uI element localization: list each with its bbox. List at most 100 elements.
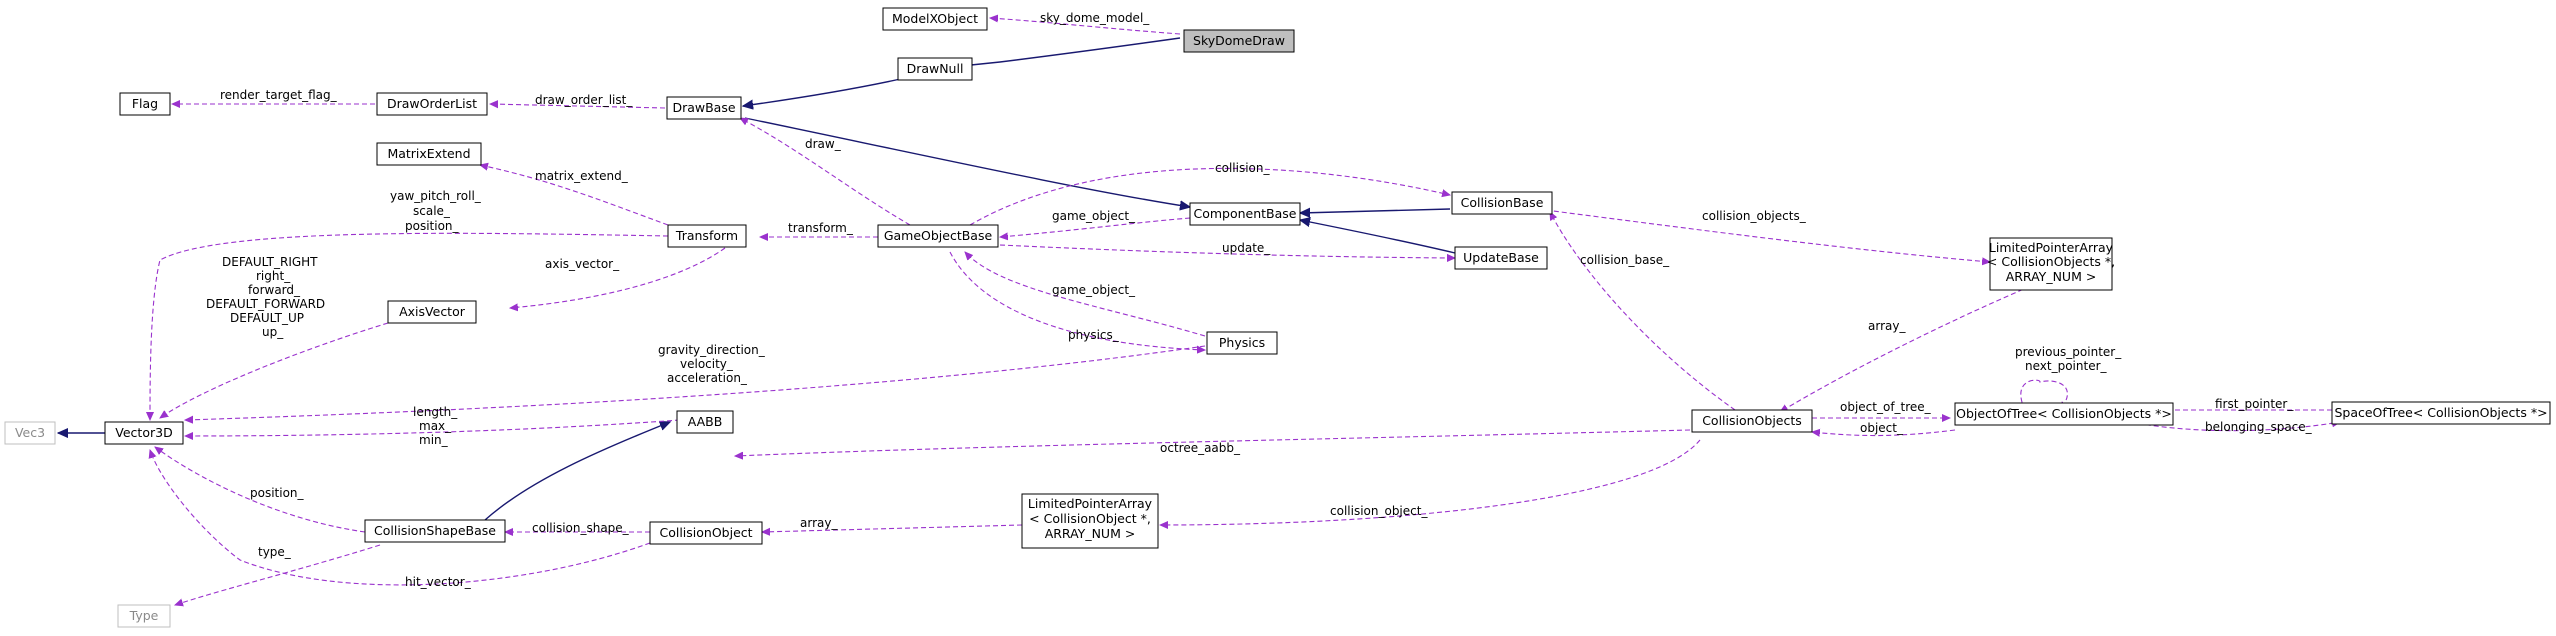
node-label: Type — [129, 608, 159, 623]
label-object: object_ — [1860, 421, 1904, 435]
edge-drawbase-draworderlist — [490, 104, 666, 109]
edge-drawnull-drawbase — [743, 77, 906, 106]
label-axisvector-member-0: DEFAULT_RIGHT — [222, 255, 318, 269]
edge-gameobjectbase-drawbase — [740, 118, 911, 226]
node-transform[interactable]: Transform — [667, 224, 747, 248]
edges — [58, 18, 2340, 605]
node-label: Vector3D — [115, 425, 172, 440]
node-modelxobject[interactable]: ModelXObject — [882, 7, 988, 31]
label-aabb-member-0: length_ — [413, 405, 458, 419]
node-label: DrawBase — [672, 100, 735, 115]
label-object-of-tree: object_of_tree_ — [1840, 400, 1932, 414]
edge-lpa2-collisionobject — [762, 524, 1023, 532]
node-collisionshapebase[interactable]: CollisionShapeBase — [364, 519, 506, 543]
label-transform-member-1: scale_ — [413, 204, 451, 218]
node-label: UpdateBase — [1463, 250, 1539, 265]
label-physics-member-1: velocity_ — [680, 357, 734, 371]
label-position: position_ — [250, 486, 305, 500]
label-collision-object: collision_object_ — [1330, 504, 1428, 518]
label-collision-shape: collision_shape_ — [532, 521, 630, 535]
node-componentbase[interactable]: ComponentBase — [1189, 202, 1301, 226]
node-updatebase[interactable]: UpdateBase — [1454, 246, 1548, 270]
edge-collisionshapebase-type — [175, 544, 381, 605]
node-axisvector[interactable]: AxisVector — [387, 300, 477, 324]
node-label: MatrixExtend — [387, 146, 470, 161]
node-physics[interactable]: Physics — [1206, 331, 1278, 355]
edge-collisionbase-lpa — [1529, 207, 1990, 262]
node-label: ModelXObject — [892, 11, 978, 26]
edge-gameobjectbase-collisionbase — [969, 167, 1450, 226]
node-label-line-1: LimitedPointerArray — [1028, 496, 1153, 511]
node-aabb[interactable]: AABB — [676, 410, 734, 434]
edge-transform-vector3d — [150, 232, 669, 420]
label-axisvector-member-2: forward_ — [248, 283, 301, 297]
node-skydomedraw[interactable]: SkyDomeDraw — [1183, 29, 1295, 53]
label-physics: physics_ — [1068, 328, 1120, 342]
node-label: ComponentBase — [1193, 206, 1296, 221]
node-limitedpointerarray-collisionobjects[interactable]: LimitedPointerArray < CollisionObjects *… — [1987, 237, 2115, 291]
edge-collisionobjects-collisionbase — [1550, 212, 1736, 411]
label-draw: draw_ — [805, 137, 842, 151]
label-physics-member-2: acceleration_ — [667, 371, 748, 385]
label-axisvector-member-4: DEFAULT_UP — [230, 311, 304, 325]
node-limitedpointerarray-collisionobject[interactable]: LimitedPointerArray < CollisionObject *,… — [1021, 493, 1159, 549]
node-gameobjectbase[interactable]: GameObjectBase — [877, 224, 999, 248]
label-array-object: array_ — [800, 516, 838, 530]
node-label: AxisVector — [399, 304, 466, 319]
node-vec3[interactable]: Vec3 — [4, 421, 56, 445]
edge-updatebase-componentbase — [1300, 220, 1456, 254]
edge-transform-axisvector — [510, 247, 726, 308]
node-vector3d[interactable]: Vector3D — [104, 421, 184, 445]
nodes: ModelXObject SkyDomeDraw DrawNull Flag D… — [4, 7, 2551, 628]
label-axisvector-member-3: DEFAULT_FORWARD — [206, 297, 325, 311]
node-collisionobjects[interactable]: CollisionObjects — [1691, 409, 1813, 433]
edge-transform-matrixextend — [480, 165, 669, 226]
node-drawnull[interactable]: DrawNull — [897, 57, 973, 81]
node-drawbase[interactable]: DrawBase — [666, 96, 742, 120]
node-spaceoftree[interactable]: SpaceOfTree< CollisionObjects *> — [2331, 401, 2551, 425]
edge-labels: sky_dome_model_ render_target_flag_ draw… — [206, 11, 2313, 589]
node-flag[interactable]: Flag — [119, 92, 171, 116]
label-previous-pointer: previous_pointer_ — [2015, 345, 2122, 359]
label-transform: transform_ — [788, 221, 854, 235]
node-label: SpaceOfTree< CollisionObjects *> — [2334, 405, 2547, 420]
label-collision-objects: collision_objects_ — [1702, 209, 1807, 223]
node-label: Transform — [675, 228, 738, 243]
edge-physics-gameobjectbase — [965, 252, 1206, 337]
edge-collisionshapebase-aabb — [484, 422, 670, 521]
node-collisionbase[interactable]: CollisionBase — [1451, 191, 1553, 215]
node-collisionobject[interactable]: CollisionObject — [649, 521, 763, 545]
node-draworderlist[interactable]: DrawOrderList — [376, 92, 488, 116]
label-next-pointer: next_pointer_ — [2025, 359, 2108, 373]
edge-axisvector-vector3d — [160, 322, 389, 418]
label-game-object-physics: game_object_ — [1052, 283, 1136, 297]
label-transform-member-0: yaw_pitch_roll_ — [390, 189, 482, 203]
node-label: CollisionObject — [659, 525, 752, 540]
label-octree-aabb: octree_aabb_ — [1160, 441, 1241, 455]
edge-aabb-vector3d — [185, 419, 681, 436]
node-label: ObjectOfTree< CollisionObjects *> — [1956, 406, 2172, 421]
node-label: DrawOrderList — [387, 96, 477, 111]
label-physics-member-0: gravity_direction_ — [658, 343, 766, 357]
label-axis-vector: axis_vector_ — [545, 257, 620, 271]
label-update: update_ — [1222, 241, 1271, 255]
label-type: type_ — [258, 545, 292, 559]
edge-collisionobject-vector3d — [150, 450, 651, 586]
label-game-object-cb: game_object_ — [1052, 209, 1136, 223]
edge-gameobjectbase-physics — [949, 251, 1205, 350]
edge-gameobjectbase-componentbase — [744, 117, 1190, 207]
label-axisvector-member-5: up_ — [262, 325, 284, 339]
edge-skydomedraw-drawnull — [942, 37, 1181, 68]
node-objectoftree[interactable]: ObjectOfTree< CollisionObjects *> — [1954, 402, 2174, 426]
node-matrixextend[interactable]: MatrixExtend — [376, 142, 482, 166]
label-render-target-flag: render_target_flag_ — [220, 88, 338, 102]
label-aabb-member-1: max_ — [419, 419, 452, 433]
node-type[interactable]: Type — [117, 604, 171, 628]
node-label-line-3: ARRAY_NUM > — [2006, 269, 2097, 284]
edge-collisionshapebase-vector3d — [155, 447, 366, 533]
edge-lpa-collisionobjects — [1780, 279, 2046, 412]
edge-collisionobjects-lpa2 — [1160, 439, 1701, 525]
node-label-line-2: < CollisionObject *, — [1029, 511, 1151, 526]
edge-physics-vector3d — [185, 345, 1206, 420]
